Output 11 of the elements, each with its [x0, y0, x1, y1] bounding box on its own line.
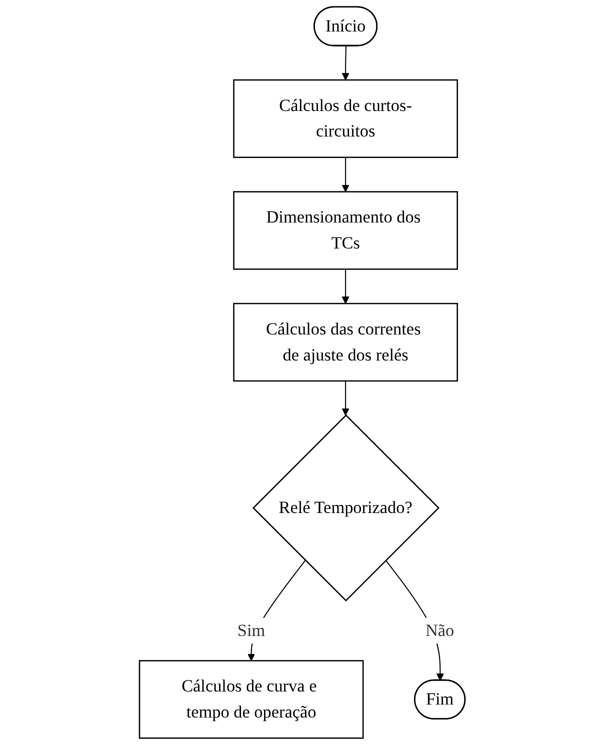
node-box: Cálculos de curva e tempo de operação: [138, 660, 364, 739]
node-box: Cálculos das correntes de ajuste dos relés: [232, 302, 458, 382]
node-diamond: Relé Temporizado?: [252, 414, 440, 602]
edge-label: Não: [425, 621, 454, 640]
arrow: [342, 46, 350, 80]
node-box: Dimensionamento dos TCs: [232, 191, 458, 270]
node-box: Cálculos de curtos-circuitos: [232, 79, 458, 158]
edge-label: Sim: [237, 621, 265, 640]
arrow: [342, 380, 350, 416]
arrow: [342, 269, 350, 304]
arrow: [342, 157, 350, 192]
